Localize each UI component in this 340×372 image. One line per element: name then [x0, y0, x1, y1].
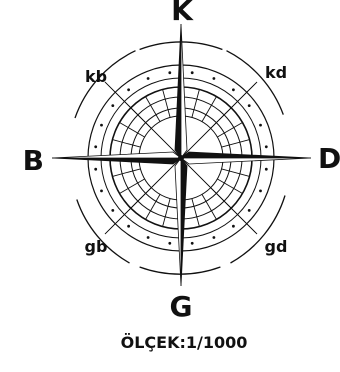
ring-dot — [191, 242, 194, 245]
ring-dot — [127, 225, 130, 228]
northeast-label: kd — [265, 63, 287, 82]
grid-line — [222, 140, 250, 148]
ring-dot — [111, 209, 114, 212]
ring-dot — [147, 236, 150, 239]
grid-line — [192, 89, 200, 117]
ring-dot — [94, 145, 97, 148]
south-label: G — [170, 290, 193, 323]
ring-dot — [168, 242, 171, 245]
ring-dot — [127, 88, 130, 91]
grid-line — [163, 199, 171, 227]
ring-dot — [232, 225, 235, 228]
ring-dot — [213, 77, 216, 80]
grid-line — [217, 179, 242, 194]
ring-dot — [232, 88, 235, 91]
southeast-label: gd — [265, 237, 288, 256]
ring-dot — [100, 124, 103, 127]
ring-dot — [259, 190, 262, 193]
grid-line — [192, 199, 200, 227]
grid-line — [146, 194, 161, 219]
ring-dot — [265, 168, 268, 171]
north-label: K — [171, 0, 194, 27]
east-label: D — [318, 142, 340, 175]
grid-line — [202, 97, 217, 122]
ring-dot — [111, 104, 114, 107]
grid-line — [217, 123, 242, 138]
ring-dot — [265, 145, 268, 148]
grid-line — [202, 194, 217, 219]
center-hub — [178, 155, 184, 161]
grid-line — [120, 179, 145, 194]
grid-line — [112, 169, 140, 177]
northwest-label: kb — [85, 67, 107, 86]
grid-line — [120, 123, 145, 138]
ring-dot — [248, 209, 251, 212]
grid-line — [163, 89, 171, 117]
ring-dot — [191, 71, 194, 74]
ring-dot — [147, 77, 150, 80]
scale-caption: ÖLÇEK:1/1000 — [121, 333, 248, 352]
grid-line — [222, 169, 250, 177]
ring-dot — [168, 71, 171, 74]
ring-dot — [259, 124, 262, 127]
ring-dot — [213, 236, 216, 239]
grid-line — [112, 140, 140, 148]
ring-dot — [248, 104, 251, 107]
grid-line — [146, 97, 161, 122]
ring-dot — [94, 168, 97, 171]
ring-dot — [100, 190, 103, 193]
west-label: B — [23, 144, 44, 177]
southwest-label: gb — [85, 237, 108, 256]
